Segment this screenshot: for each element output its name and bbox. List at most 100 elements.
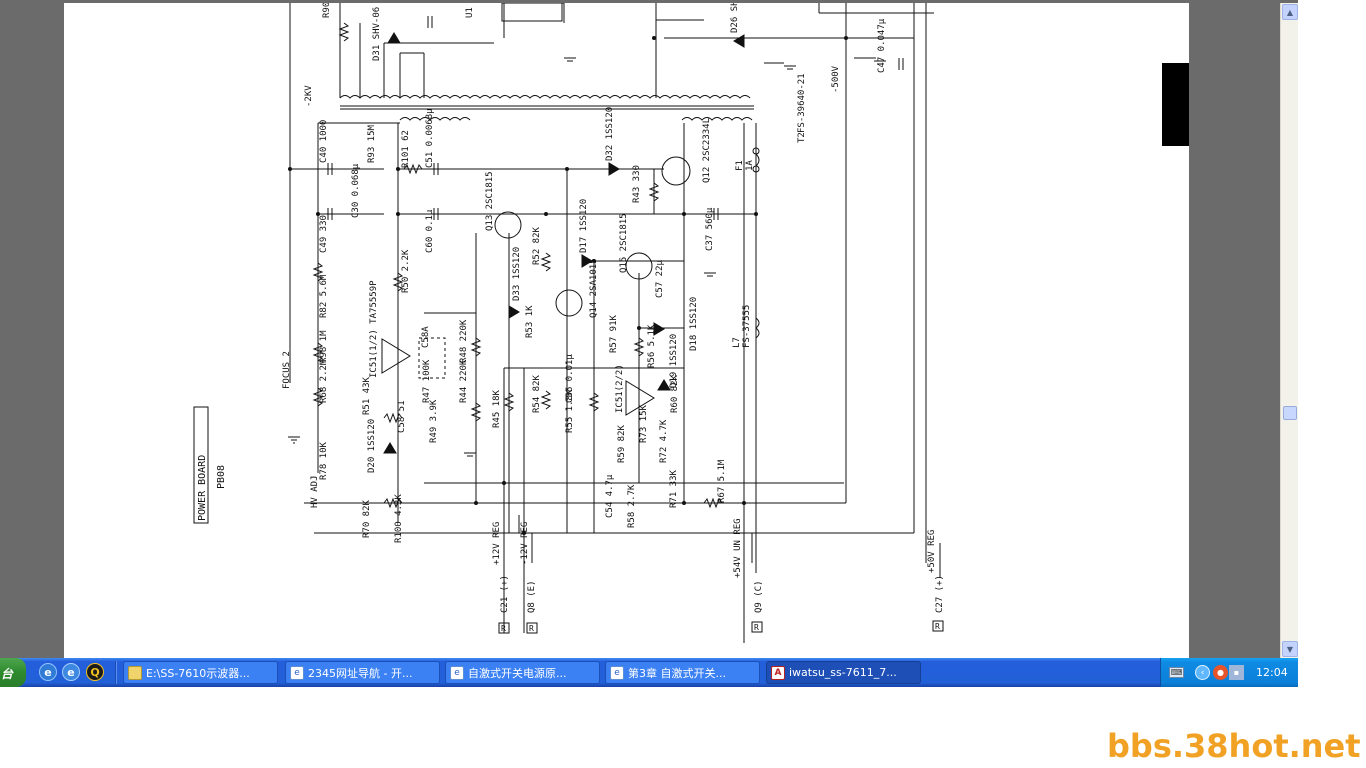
label-hv-adj: HV ADJ (310, 475, 320, 508)
label-minus-2kv: -2KV (304, 85, 314, 107)
label-r78: R78 10K (319, 441, 329, 480)
label-minus-500v: -500V (831, 65, 841, 93)
label-r53: R53 1K (525, 305, 535, 338)
ie-icon[interactable]: e (39, 663, 57, 681)
label-d31: D31 SHV-06 (372, 7, 382, 61)
task-label: 第3章 自激式开关... (628, 666, 726, 680)
rail-minus-12v: -12V REG (520, 522, 530, 565)
label-r72: R72 4.7K (659, 419, 669, 463)
label-r47: R47 100K (422, 359, 432, 403)
rail-plus-12v: +12V REG (492, 522, 502, 565)
web-icon: e (290, 665, 304, 680)
label-r100: R100 4.3K (394, 494, 404, 543)
label-transformer-part: FS-39640-21 (797, 73, 807, 133)
label-d20: D20 1SS120 (367, 419, 377, 473)
label-r56: R56 5.1K (647, 324, 657, 368)
label-r55: R55 1.8K (565, 389, 575, 433)
label-c37: C37 560µ (705, 207, 715, 251)
show-hidden-icons-icon[interactable]: ‹ (1195, 665, 1210, 680)
task-folder[interactable]: E:\SS-7610示波器... (123, 661, 278, 684)
label-q14: Q14 2SA1015 (589, 258, 599, 318)
label-c47: C47 0.047µ (877, 18, 887, 73)
label-d17: D17 1SS120 (579, 199, 589, 253)
clock[interactable]: 12:04 (1256, 666, 1288, 679)
keyboard-icon[interactable]: ⌨ (1169, 667, 1184, 678)
label-d32: D32 1SS120 (605, 107, 615, 161)
qq-icon[interactable]: Q (86, 663, 104, 681)
label-r44: R44 220K (459, 359, 469, 403)
label-r101: R101 62 (401, 130, 411, 168)
label-d19: D19 1SS120 (669, 334, 679, 388)
label-c30: C30 0.068µ (351, 163, 361, 218)
vertical-scrollbar[interactable]: ▲ ▼ (1280, 3, 1298, 658)
task-label: 2345网址导航 - 开... (308, 666, 413, 680)
start-button[interactable]: 台 (0, 658, 26, 687)
connector-box-1: R (501, 624, 506, 633)
label-q13: Q13 2SC1815 (485, 171, 495, 231)
security-icon[interactable]: ● (1213, 665, 1228, 680)
pin-c27: C27 (+) (935, 575, 945, 613)
label-d33: D33 1SS120 (512, 247, 522, 301)
label-r68: R68 2.2M (319, 359, 329, 403)
web-icon: e (610, 665, 624, 680)
chevron-down-icon: ▼ (1286, 644, 1294, 654)
connector-box-2: R (529, 624, 534, 633)
network-icon[interactable]: ▪ (1229, 665, 1244, 680)
label-c51: C51 0.0068µ (425, 108, 435, 168)
pin-q8: Q8 (E) (527, 580, 537, 613)
label-c54: C54 4.7µ (605, 474, 615, 518)
label-ic-b: IC51(2/2) (615, 364, 625, 413)
label-r70: R70 82K (362, 499, 372, 538)
chevron-up-icon: ▲ (1286, 7, 1294, 17)
scroll-thumb[interactable] (1283, 406, 1297, 420)
schematic-page: POWER BOARD PB08 -2KV -500V FOCUS 2 HV A… (64, 3, 1189, 658)
rail-plus-54v: +54V UN REG (733, 518, 743, 578)
rail-plus-50v: +50V REG (927, 530, 937, 573)
browser-icon[interactable]: e (62, 663, 80, 681)
task-pdf[interactable]: A iwatsu_ss-7611_7... (766, 661, 921, 684)
connector-box-4: R (935, 622, 940, 631)
watermark: bbs.38hot.net (1107, 727, 1361, 765)
label-r90: R90 10 (322, 3, 332, 18)
label-c49: C49 330 (319, 215, 329, 253)
pdf-viewer: POWER BOARD PB08 -2KV -500V FOCUS 2 HV A… (0, 0, 1298, 658)
taskbar-separator (115, 661, 117, 684)
label-r52: R52 82K (532, 226, 542, 265)
label-c60: C60 0.1µ (425, 209, 435, 253)
label-d18: D18 1SS120 (689, 297, 699, 351)
start-label: 台 (1, 667, 14, 681)
label-r50: R50 2.2K (401, 249, 411, 293)
label-d26: D26 SHV- (730, 3, 740, 33)
label-q12: Q12 2SC2334L (702, 118, 712, 183)
label-r67: R67 5.1M (717, 459, 727, 503)
label-r71: R71 33K (669, 469, 679, 508)
label-r58: R58 2.7K (627, 484, 637, 528)
folder-icon (128, 665, 142, 680)
system-tray: ⌨ ‹ ● ▪ 12:04 (1160, 658, 1298, 687)
label-fuse: F1 (735, 160, 745, 171)
web-icon: e (450, 665, 464, 680)
label-focus: FOCUS 2 (282, 351, 292, 389)
task-browser-3[interactable]: e 第3章 自激式开关... (605, 661, 760, 684)
task-browser-1[interactable]: e 2345网址导航 - 开... (285, 661, 440, 684)
label-r93: R93 15M (367, 124, 377, 163)
label-r98: R98 1M (319, 330, 329, 363)
label-fuse-rating: 1A (745, 160, 755, 171)
side-panel-tab[interactable] (1162, 63, 1189, 146)
label-r82: R82 5.6M (319, 274, 329, 318)
task-browser-2[interactable]: e 自激式开关电源原... (445, 661, 600, 684)
pin-q9: Q9 (C) (754, 580, 764, 613)
label-c36: C36 0.01µ (565, 354, 575, 403)
scroll-up-button[interactable]: ▲ (1282, 4, 1298, 20)
label-r45: R45 18K (492, 389, 502, 428)
label-c58a: C58A (421, 326, 431, 348)
label-r54: R54 82K (532, 374, 542, 413)
label-r73: R73 15K (639, 404, 649, 443)
label-r49: R49 3.9K (429, 399, 439, 443)
scroll-down-button[interactable]: ▼ (1282, 641, 1298, 657)
task-label: E:\SS-7610示波器... (146, 666, 250, 680)
label-c57: C57 22µ (655, 259, 665, 298)
label-r60: R60 82K (670, 374, 680, 413)
schematic-drawing: POWER BOARD PB08 -2KV -500V FOCUS 2 HV A… (193, 3, 945, 643)
label-u1: U1 (465, 7, 475, 18)
